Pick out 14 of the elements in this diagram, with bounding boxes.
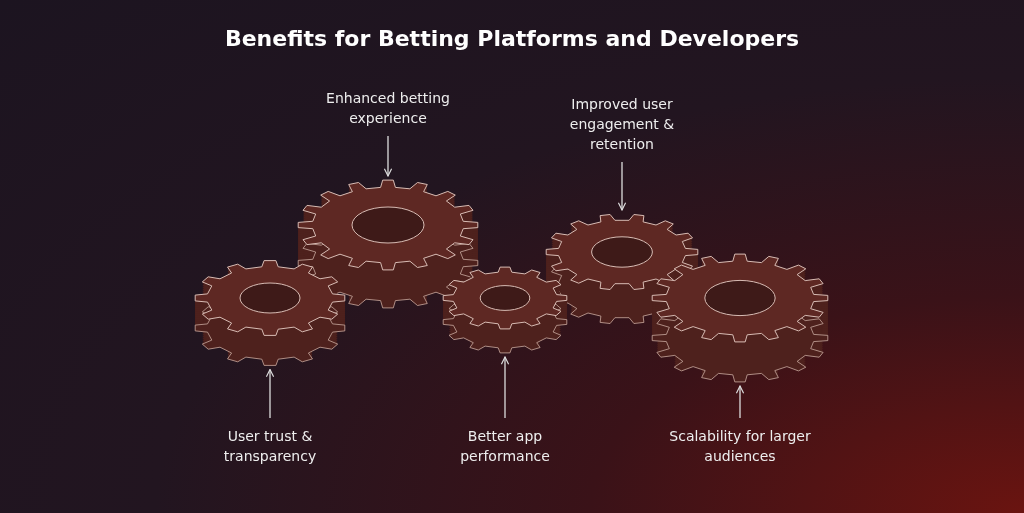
gear-drawing — [194, 260, 346, 366]
gear-drawing — [651, 253, 829, 383]
benefit-label: Scalability for larger audiences — [665, 426, 815, 466]
arrow — [617, 161, 627, 211]
benefit-label: User trust & transparency — [200, 426, 340, 466]
arrow — [735, 385, 745, 419]
benefit-label: Improved user engagement & retention — [547, 94, 697, 154]
title: Benefits for Betting Platforms and Developers — [223, 26, 801, 51]
arrow — [383, 135, 393, 177]
benefit-label: Better app performance — [435, 426, 575, 466]
arrow — [500, 356, 510, 419]
benefit-label: Enhanced betting experience — [303, 88, 473, 128]
arrow — [265, 368, 275, 419]
gear-drawing — [442, 266, 568, 354]
